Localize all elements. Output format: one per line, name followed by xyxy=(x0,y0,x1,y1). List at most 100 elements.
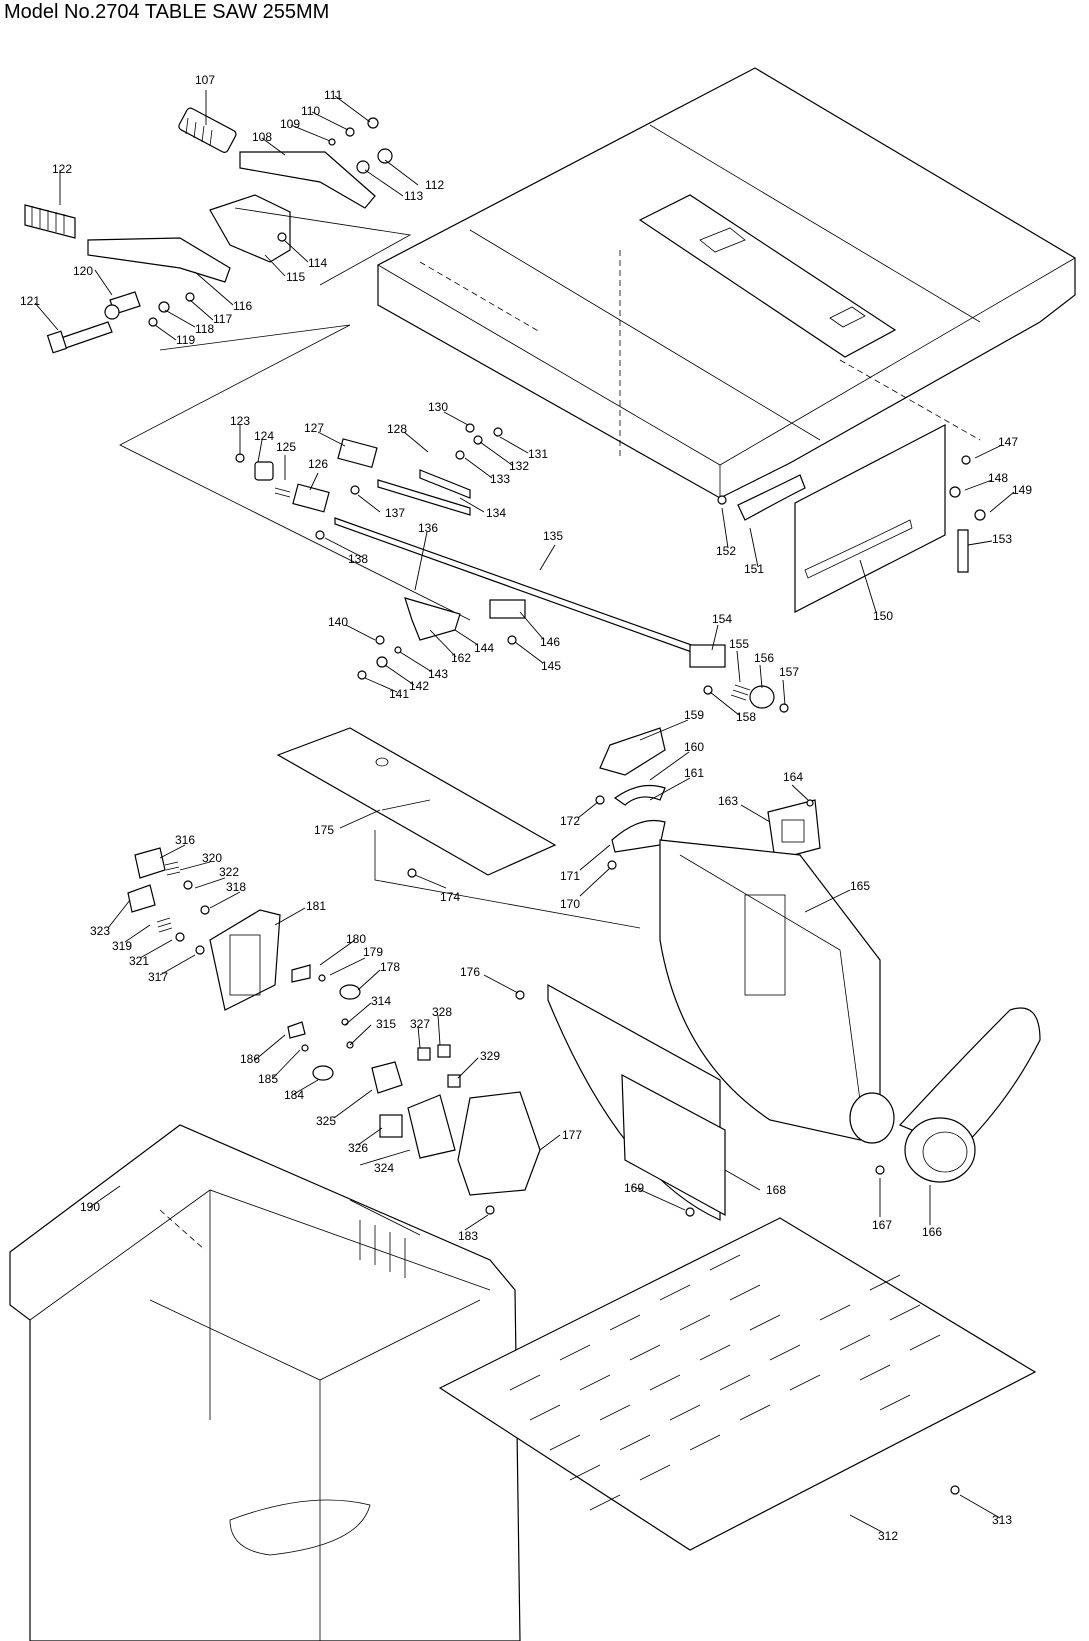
part-label-329: 329 xyxy=(480,1049,500,1063)
part-label-137: 137 xyxy=(385,506,405,520)
part-label-322: 322 xyxy=(219,865,239,879)
part-label-132: 132 xyxy=(509,459,529,473)
part-label-162: 162 xyxy=(451,651,471,665)
part-label-117: 117 xyxy=(213,312,232,326)
part-label-164: 164 xyxy=(783,770,803,784)
part-label-150: 150 xyxy=(873,609,893,623)
part-label-154: 154 xyxy=(712,612,732,626)
part-label-174: 174 xyxy=(440,890,460,904)
part-label-157: 157 xyxy=(779,665,799,679)
part-label-313: 313 xyxy=(992,1513,1012,1527)
part-label-328: 328 xyxy=(432,1005,452,1019)
upper-rail-assembly xyxy=(24,107,471,621)
part-label-321: 321 xyxy=(129,954,149,968)
part-label-116: 116 xyxy=(233,299,252,313)
part-label-110: 110 xyxy=(301,104,320,118)
part-label-176: 176 xyxy=(460,965,480,979)
part-label-113: 113 xyxy=(404,189,423,203)
part-label-130: 130 xyxy=(428,400,448,414)
cabinet-base xyxy=(9,1124,521,1641)
part-label-124: 124 xyxy=(254,429,274,443)
part-label-325: 325 xyxy=(316,1114,336,1128)
part-label-316: 316 xyxy=(175,833,195,847)
part-label-122: 122 xyxy=(52,162,72,176)
part-label-324: 324 xyxy=(374,1161,394,1175)
part-label-126: 126 xyxy=(308,457,328,471)
part-label-177: 177 xyxy=(562,1128,582,1142)
part-label-159: 159 xyxy=(684,708,704,722)
part-label-148: 148 xyxy=(988,471,1008,485)
part-label-133: 133 xyxy=(490,472,510,486)
part-label-131: 131 xyxy=(528,447,548,461)
part-label-172: 172 xyxy=(560,814,580,828)
table-top xyxy=(377,67,1076,499)
insert-plate xyxy=(276,727,641,929)
part-label-163: 163 xyxy=(718,794,738,808)
part-label-118: 118 xyxy=(195,322,214,336)
part-label-178: 178 xyxy=(380,960,400,974)
part-label-145: 145 xyxy=(541,659,561,673)
part-label-169: 169 xyxy=(624,1181,644,1195)
part-label-140: 140 xyxy=(328,615,348,629)
part-label-151: 151 xyxy=(744,562,764,576)
part-label-143: 143 xyxy=(428,667,448,681)
part-label-317: 317 xyxy=(148,970,168,984)
blade-housing xyxy=(515,839,1041,1221)
part-label-179: 179 xyxy=(363,945,383,959)
part-label-320: 320 xyxy=(202,851,222,865)
part-label-156: 156 xyxy=(754,651,774,665)
part-label-167: 167 xyxy=(872,1218,892,1232)
part-label-123: 123 xyxy=(230,414,250,428)
page-title: Model No.2704 TABLE SAW 255MM xyxy=(4,1,330,23)
part-label-134: 134 xyxy=(486,506,506,520)
part-label-138: 138 xyxy=(348,552,368,566)
part-label-314: 314 xyxy=(371,994,391,1008)
part-label-107: 107 xyxy=(195,73,215,87)
part-label-153: 153 xyxy=(992,532,1012,546)
part-label-165: 165 xyxy=(850,879,870,893)
part-label-155: 155 xyxy=(729,637,749,651)
part-label-327: 327 xyxy=(410,1017,430,1031)
part-label-160: 160 xyxy=(684,740,704,754)
part-label-108: 108 xyxy=(252,130,272,144)
part-label-319: 319 xyxy=(112,939,132,953)
part-label-166: 166 xyxy=(922,1225,942,1239)
part-label-119: 119 xyxy=(176,333,195,347)
part-label-111: 111 xyxy=(324,88,343,102)
part-label-326: 326 xyxy=(348,1141,368,1155)
part-label-185: 185 xyxy=(258,1072,278,1086)
part-label-152: 152 xyxy=(716,544,736,558)
part-label-125: 125 xyxy=(276,440,296,454)
part-label-161: 161 xyxy=(684,766,704,780)
bottom-plate xyxy=(438,1217,1037,1551)
part-label-184: 184 xyxy=(284,1088,304,1102)
part-label-186: 186 xyxy=(240,1052,260,1066)
part-label-175: 175 xyxy=(314,823,334,837)
leader-lines xyxy=(34,90,1015,1533)
part-label-146: 146 xyxy=(540,635,560,649)
part-label-114: 114 xyxy=(308,256,327,270)
part-label-115: 115 xyxy=(286,270,305,284)
part-label-142: 142 xyxy=(409,679,429,693)
part-label-318: 318 xyxy=(226,880,246,894)
part-label-141: 141 xyxy=(389,687,409,701)
part-label-128: 128 xyxy=(387,422,407,436)
part-label-127: 127 xyxy=(304,421,324,435)
part-label-121: 121 xyxy=(20,294,40,308)
part-label-190: 190 xyxy=(80,1200,100,1214)
part-label-112: 112 xyxy=(425,178,444,192)
part-label-323: 323 xyxy=(90,924,110,938)
part-label-315: 315 xyxy=(376,1017,396,1031)
part-label-181: 181 xyxy=(306,899,326,913)
part-label-136: 136 xyxy=(418,521,438,535)
part-label-147: 147 xyxy=(998,435,1018,449)
part-label-135: 135 xyxy=(543,529,563,543)
part-number-labels: 1071111101091081121131221141151201161171… xyxy=(20,73,1032,1543)
part-label-171: 171 xyxy=(560,869,580,883)
bevel-plate xyxy=(717,424,986,613)
part-label-183: 183 xyxy=(458,1229,478,1243)
part-label-170: 170 xyxy=(560,897,580,911)
part-label-312: 312 xyxy=(878,1529,898,1543)
part-label-144: 144 xyxy=(474,641,494,655)
